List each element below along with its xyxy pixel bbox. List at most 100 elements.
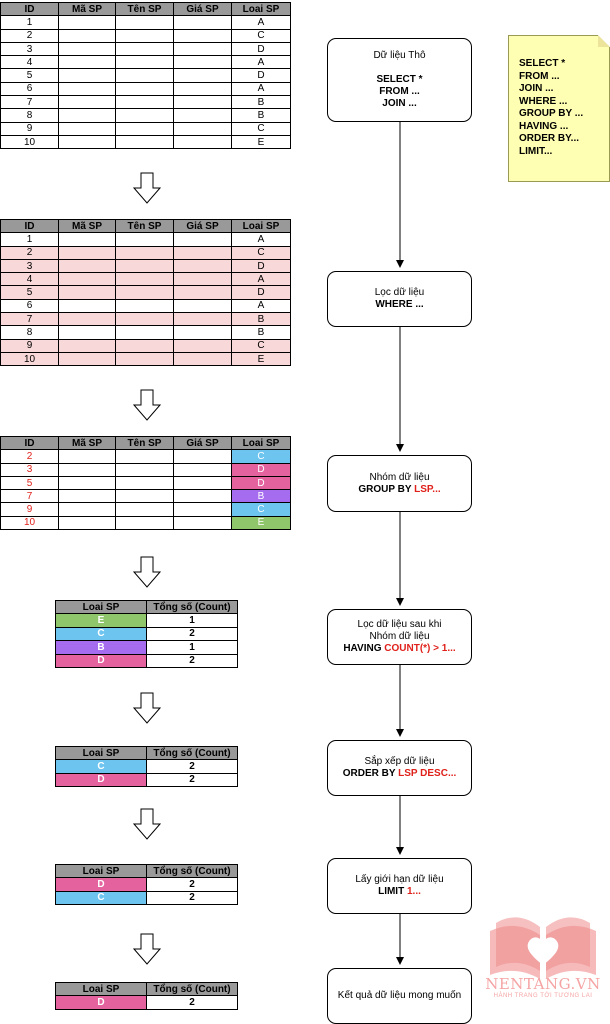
step-title: Lấy giới hạn dữ liệu [355,874,444,885]
id-cell: 5 [0,285,59,300]
note-line: ORDER BY... [519,133,580,144]
book-heart-logo-icon [490,917,596,979]
column-header: Tổng số (Count) [146,599,238,615]
down-arrow-icon [133,808,161,840]
count-cell: 2 [146,759,238,774]
gia-sp-cell [173,351,232,367]
count-cell: 2 [146,772,238,788]
step-code-highlight: LSP... [414,483,441,495]
step-code-highlight: COUNT(*) > 1... [384,643,456,654]
step-title: Lọc dữ liệu sau khi [357,619,442,630]
step-title: Kết quả dữ liệu mong muốn [337,990,462,1001]
column-header: Giá SP [173,218,232,234]
loai-sp-cell: C [231,449,291,464]
loai-sp-cell: D [55,877,147,892]
loai-sp-cell: C [55,626,147,642]
step-code: SELECT * [376,74,423,85]
loai-sp-cell: D [55,995,147,1010]
result-step: Kết quả dữ liệu mong muốn [327,968,472,1024]
step-title: Lọc dữ liệu [374,287,425,298]
ten-sp-cell [115,245,174,260]
step-code: WHERE ... [375,299,424,310]
column-header: Loai SP [231,1,291,17]
id-cell: 10 [0,351,59,367]
loai-sp-cell: B [55,640,147,655]
step-title: Nhóm dữ liệu [369,471,430,483]
brand-tagline: HÀNH TRANG TỚI TƯƠNG LAI [493,993,593,999]
sql-order-note: SELECT *FROM ...JOIN ...WHERE ...GROUP B… [508,35,610,182]
ten-sp-cell [115,272,174,287]
id-cell: 4 [0,272,59,287]
step-title: Sắp xếp dữ liệu [364,756,435,767]
gia-sp-cell [173,245,232,260]
column-header: ID [0,435,59,451]
column-header: ID [0,1,59,17]
step-title: Nhóm dữ liệu [369,631,430,642]
loai-sp-cell: D [55,772,147,788]
step-title: Dữ liệu Thô [373,50,426,61]
column-header: Loai SP [231,218,291,234]
step-code: HAVING [343,643,385,654]
loai-sp-cell: E [231,351,291,367]
step-code: JOIN ... [382,98,417,109]
where-step: Lọc dữ liệu WHERE ... [327,271,472,327]
id-cell: 7 [0,312,59,327]
step-code: LIMIT [378,886,407,897]
loai-sp-cell: C [55,890,147,906]
column-header: Mã SP [58,435,116,451]
loai-sp-cell: C [231,28,291,43]
note-line: JOIN ... [519,83,554,94]
step-code: FROM ... [379,86,420,97]
ma-sp-cell [58,351,116,367]
count-cell: 2 [146,995,238,1010]
group-step: Nhóm dữ liệu GROUP BY LSP... [327,455,472,512]
id-cell: 3 [0,41,59,57]
note-line: HAVING ... [519,120,569,132]
column-header: Tổng số (Count) [146,981,238,997]
down-arrow-icon [133,172,161,204]
loai-sp-cell: C [231,338,291,353]
loai-sp-cell: E [231,515,291,531]
ma-sp-cell [58,245,116,260]
note-line: WHERE ... [519,95,568,107]
note-line: FROM ... [519,70,560,82]
down-arrow-icon [133,556,161,588]
raw-data-step: Dữ liệu Thô SELECT * FROM ... JOIN ... [327,38,472,122]
loai-sp-cell: C [231,121,291,136]
note-fold [598,35,610,47]
column-header: Tên SP [115,435,174,451]
id-cell: 3 [0,258,59,274]
step-code-highlight: 1... [406,886,421,897]
limit-step: Lấy giới hạn dữ liệu LIMIT 1... [327,858,472,914]
id-cell: 9 [0,338,59,353]
having-step: Lọc dữ liệu sau khi Nhóm dữ liệu HAVING … [327,609,472,665]
step-code-highlight: LSP DESC... [398,768,457,779]
loai-sp-cell: B [231,312,291,327]
gia-sp-cell [173,338,232,353]
loai-sp-cell: A [231,272,291,287]
column-header: Mã SP [58,1,116,17]
